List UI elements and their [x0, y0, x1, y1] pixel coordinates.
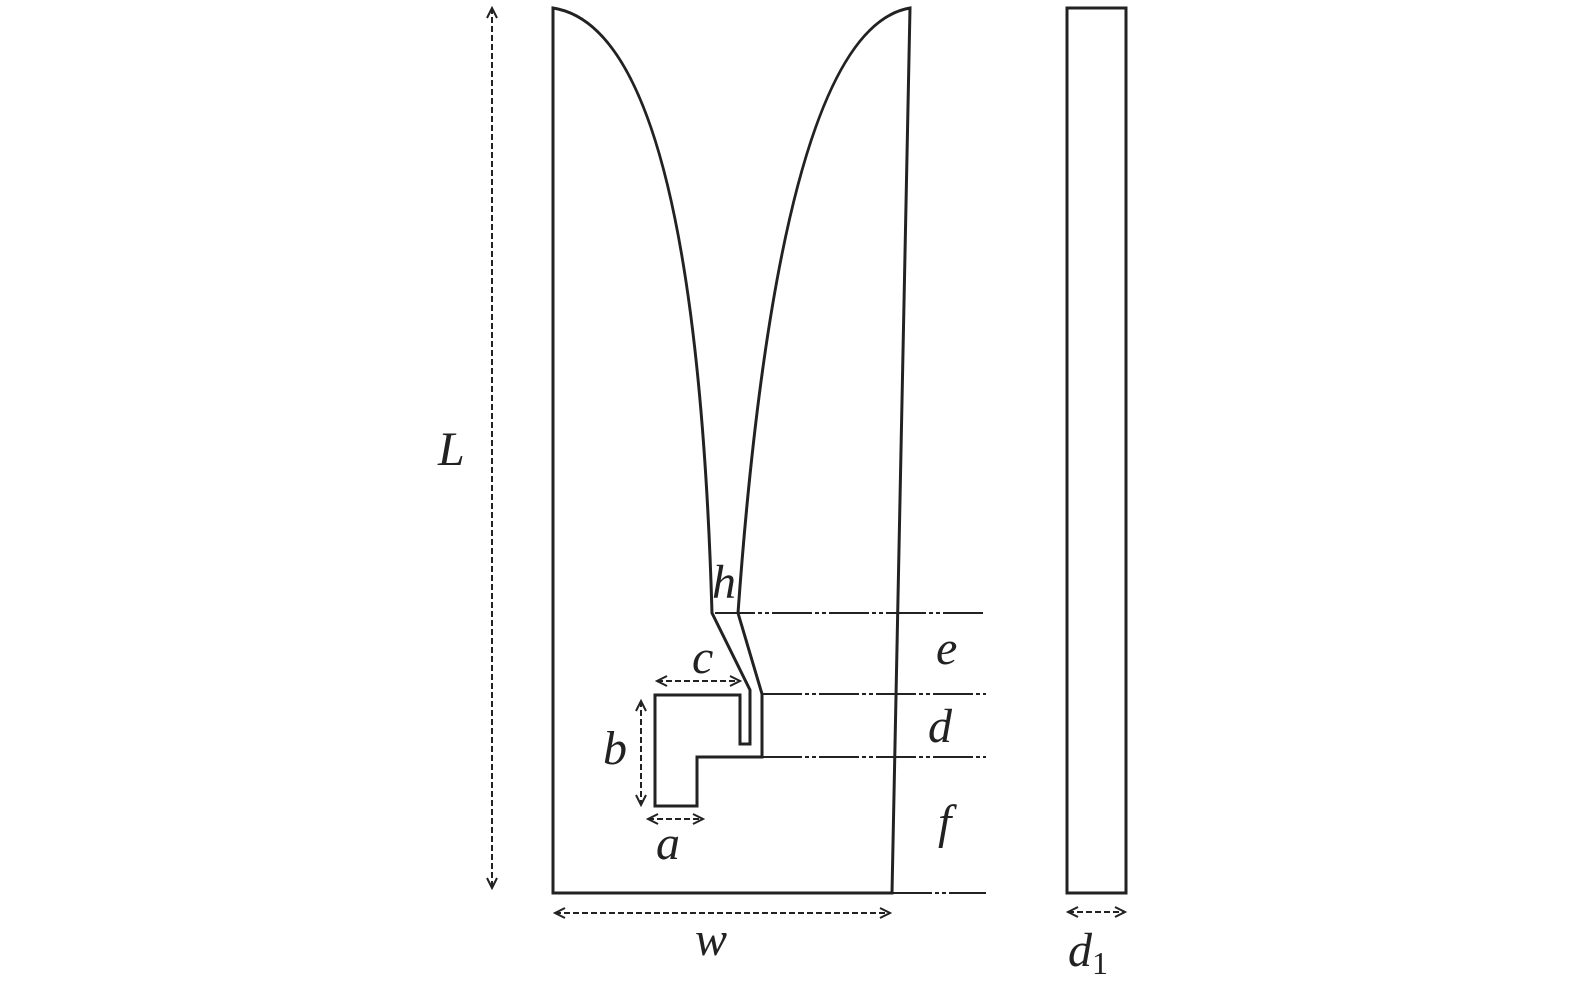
label-c: c — [692, 631, 713, 684]
label-d1-subscript: 1 — [1092, 945, 1108, 981]
antenna-side-view — [1065, 6, 1128, 895]
label-a: a — [656, 817, 680, 870]
label-d1-main: d — [1068, 924, 1093, 977]
label-d: d — [928, 700, 953, 753]
label-b: b — [603, 722, 627, 775]
label-L: L — [437, 423, 465, 476]
label-f: f — [938, 796, 957, 849]
label-w: w — [695, 913, 727, 966]
label-e: e — [936, 622, 957, 675]
label-d1: d1 — [1068, 924, 1108, 981]
antenna-front-outline — [551, 6, 912, 895]
label-h: h — [712, 556, 736, 609]
